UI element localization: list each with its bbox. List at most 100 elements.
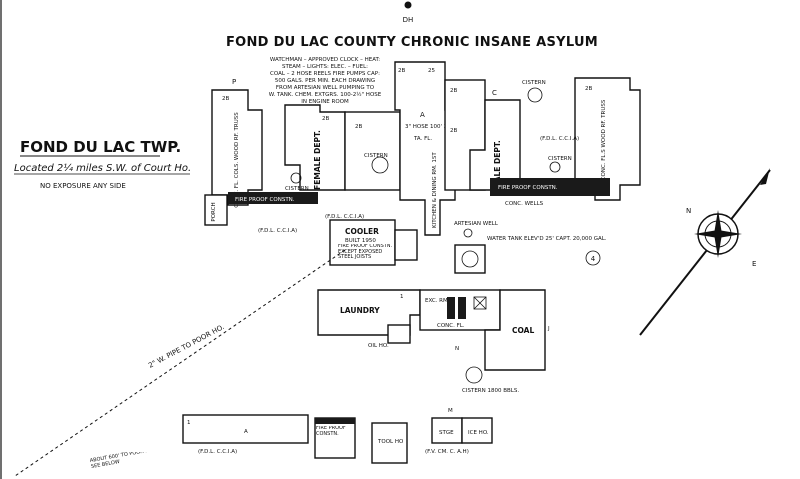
cistern-label: CISTERN [522,80,546,86]
roof-label: 2B [398,68,405,74]
cooler-notes-box: FIRE PROOF CONSTN. EXCEPT EXPOSED STEEL … [338,244,393,260]
letter-label: N [455,346,459,352]
fire-proof-left-label: FIRE PROOF CONSTN. [235,197,295,203]
poor-ho-note: ABOUT 600' TO POOR HO. SEE BELOW [90,452,155,470]
letter-label: M [448,408,453,414]
conc-fl-label: CONC. FL. [437,323,465,329]
note-line: W. TANK. CHEM. EXTGRS. 100-2½" HOSE [269,91,382,98]
boiler-wells-label: CONC. WELLS [505,201,544,207]
cooler-label: COOLER [345,227,379,236]
compass-e-label: E [752,260,756,268]
township-label: FOND DU LAC TWP. [20,138,181,156]
male-dept-building [469,99,521,191]
note-line: COAL – 2 HOSE REELS FIRE PUMPS CAP: [270,71,380,77]
fire-proof-label: FIRE PROOF CONSTN. [498,185,558,191]
fdl-label: (F.D.L. C.C.I.A) [325,214,364,220]
roof-label: 2B [585,86,592,92]
fdl-label: (F.D.L. C.C.I.A) [258,228,297,234]
coal-shed [484,289,546,371]
letter-label: P [232,78,236,86]
north-marker-dot-icon [404,1,412,9]
cistern-icon [290,172,302,184]
stge-label: STGE [439,430,454,436]
exc-rm-label: EXC. RM. [425,298,450,304]
note-line: STEAM – LIGHTS: ELEC. – FUEL: [282,64,368,70]
ops-block [394,229,418,261]
cistern-icon [465,366,483,384]
letter-label: A [244,429,248,435]
compass-needle [639,169,771,336]
map-title: FOND DU LAC COUNTY CHRONIC INSANE ASYLUM [226,35,598,50]
roof-label: 25 [428,68,435,74]
fdl-label: (F.D.L. C.C.I.A) [540,136,579,142]
roof-label: 1 [400,294,404,300]
compass-rose-icon: E N [639,168,771,336]
fdl-bottom-label: (F.D.L. C.C.I.A) [198,449,237,455]
artesian-well-label: ARTESIAN WELL [454,221,499,227]
roof-label: 1 [187,420,191,426]
page-number: 4 [591,255,596,263]
cistern-1800-label: CISTERN 1800 BBLS. [462,388,519,394]
porch-label: PORCH [211,202,217,221]
bottom-shed-a [182,414,309,444]
ice-house [461,417,493,444]
letter-label: A [420,111,425,119]
fdl-right-bottom-label: (F.V. CM. C. A.H) [425,449,469,455]
boiler-chimney [473,296,487,310]
fire-proof-roof [315,418,355,424]
right-wing-label: CONC. FL.S WOOD RF. TRUSS [601,99,607,180]
right-fire-proof-corridor [490,178,610,196]
location-label: Located 2¼ miles S.W. of Court Ho. [14,162,191,174]
letter-label: J [547,326,550,332]
compass-n-label: N [686,207,691,215]
coal-label: COAL [512,326,534,335]
letter-label: C [492,89,497,97]
fire-proof-structure [314,417,356,459]
cistern-icon [549,161,561,173]
compass-star [694,230,742,238]
note-line: 500 GALS. PER MIN. EACH DRAWING [275,78,375,84]
hose-small-label: TA. FL. [413,136,432,142]
cistern-label: CISTERN [548,156,572,162]
cooler-built-label: BUILT 1950 [345,238,376,244]
artesian-well-icon [463,228,473,238]
water-tank-label: WATER TANK ELEV'D 25' CAPT. 20,000 GAL. [487,236,607,242]
center-block [344,111,401,191]
hose-label: 3" HOSE 100' 2½" [405,123,455,130]
tool-house [371,422,408,464]
notes-block: WATCHMAN – APPROVED CLOCK – HEAT: STEAM … [269,57,382,105]
roof-label: 2B [222,96,229,102]
oil-ho-label: OIL HO. [368,343,389,349]
note-line: FROM ARTESIAN WELL PUMPING TO [276,85,375,91]
storage-shed [431,417,463,444]
cooler-building [329,219,396,266]
ice-ho-label: ICE HO. [468,430,489,436]
fire-proof-note: FIRE PROOF CONSTN. [316,426,346,437]
tool-ho-label: TOOL HO [377,439,404,445]
compass-arrow-head [760,168,770,185]
fire-proof-note-box: FIRE PROOF CONSTN. [316,426,346,437]
left-wing-label: CONC. FL. COLS. WOOD RF. TRUSS [234,112,240,208]
cistern-label: CISTERN [364,153,388,159]
pipe-label: 2" W. PIPE TO POOR HO. [147,323,226,370]
cooler-notes: FIRE PROOF CONSTN. EXCEPT EXPOSED STEEL … [338,244,393,260]
north-marker-label: DH [403,16,414,24]
cistern-icon [371,156,389,174]
boiler-unit [458,297,466,319]
roof-label: 2B [450,88,457,94]
chimney-cross [473,296,487,310]
water-pipe-line [14,249,346,477]
boiler-unit [447,297,455,319]
cistern-icon [527,87,543,103]
laundry-label: LAUNDRY [340,306,380,315]
roof-label: 2B [355,124,362,130]
cistern-label: CISTERN [285,186,309,192]
left-porch [204,194,228,226]
male-dept-label: MALE DEPT. [493,140,502,190]
water-tank [454,244,486,274]
roof-label: 2B [322,116,329,122]
note-line: IN ENGINE ROOM [301,99,349,105]
oil-house [387,324,411,344]
note-line: WATCHMAN – APPROVED CLOCK – HEAT: [270,57,380,63]
